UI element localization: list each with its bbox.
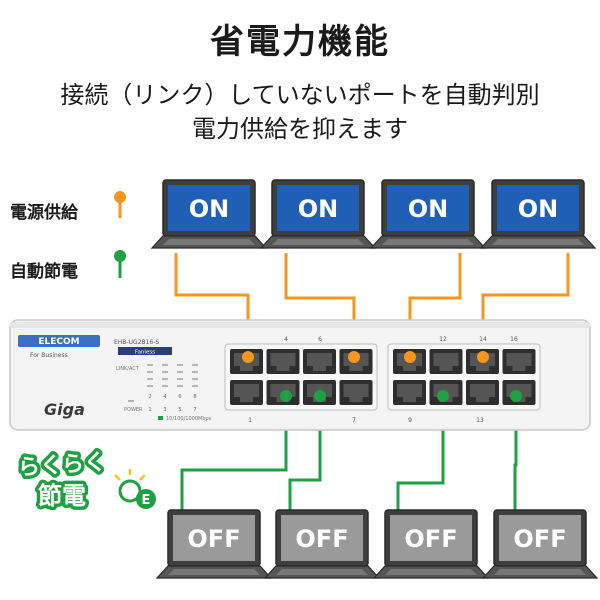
laptop-screen-label: ON	[518, 195, 559, 223]
laptop-screen-label: OFF	[404, 525, 457, 553]
switch-model: EHB-UG2B16-S	[114, 339, 159, 346]
svg-text:14: 14	[479, 336, 487, 343]
port-numbers: 4 6 12 14 16 1 7 9 13	[248, 336, 518, 424]
status-led	[147, 371, 153, 373]
switch-series: Giga	[44, 400, 85, 419]
laptop-screen	[390, 515, 472, 561]
laptop-screen-label: OFF	[187, 525, 240, 553]
laptop-screen	[499, 515, 581, 561]
svg-text:6: 6	[318, 336, 322, 343]
svg-text:13: 13	[476, 417, 484, 424]
svg-text:3: 3	[163, 407, 166, 413]
status-led	[162, 385, 168, 387]
laptop-screen	[387, 185, 469, 231]
status-led	[147, 385, 153, 387]
speed-label: 10/100/1000Mbps	[166, 416, 212, 422]
laptop-off-1: OFF	[155, 509, 273, 579]
eco-setsuden-logo: らくらく 節電 E	[14, 446, 156, 514]
laptop-screen-label: OFF	[295, 525, 348, 553]
svg-text:7: 7	[352, 417, 356, 424]
svg-text:6: 6	[178, 394, 181, 400]
laptop-off-2: OFF	[263, 509, 381, 579]
led-numbers: 2 4 6 8 1 3 5 7	[148, 394, 196, 413]
green-connection-lines	[180, 397, 518, 510]
svg-text:12: 12	[439, 336, 447, 343]
svg-text:4: 4	[163, 394, 166, 400]
svg-text:9: 9	[408, 417, 412, 424]
svg-text:5: 5	[178, 407, 181, 413]
ethernet-port	[393, 380, 426, 405]
eco-logo-line1: らくらく	[17, 450, 107, 481]
connection-dots	[242, 351, 522, 402]
switch-brand: ELECOM	[38, 337, 79, 347]
eco-logo-line2: 節電	[38, 482, 86, 510]
legend-pin-green-icon	[114, 250, 126, 278]
laptop-on-4: ON	[479, 179, 597, 249]
page-title: 省電力機能	[210, 22, 390, 62]
led-indicators	[128, 364, 198, 402]
svg-text:4: 4	[284, 336, 288, 343]
subtitle-line-1: 接続（リンク）していないポートを自動判別	[60, 81, 540, 109]
laptop-on-1: ON	[150, 179, 268, 249]
laptop-screen	[281, 515, 363, 561]
ethernet-port	[339, 380, 373, 405]
laptop-screen-label: OFF	[513, 525, 566, 553]
status-led	[177, 371, 183, 373]
status-led	[177, 364, 183, 366]
brand-badge	[18, 335, 100, 347]
laptops-top-row: ON ON ON ON	[150, 179, 597, 249]
legend-pin-orange-icon	[114, 191, 126, 218]
status-led	[192, 385, 198, 387]
status-led	[192, 364, 198, 366]
laptop-screen-label: ON	[189, 195, 230, 223]
power-label: POWER	[124, 407, 143, 413]
status-led	[147, 378, 153, 380]
svg-text:8: 8	[193, 394, 196, 400]
ethernet-port	[502, 349, 536, 374]
status-led	[192, 378, 198, 380]
laptop-on-3: ON	[369, 179, 487, 249]
laptop-screen	[277, 185, 359, 231]
laptop-on-2: ON	[259, 179, 377, 249]
svg-text:1: 1	[148, 407, 151, 413]
ethernet-port	[266, 349, 300, 374]
laptop-screen-label: ON	[408, 195, 449, 223]
legend-label-power-save: 自動節電	[10, 262, 78, 282]
laptop-screen	[168, 185, 250, 231]
status-led	[177, 378, 183, 380]
ethernet-port	[429, 349, 463, 374]
eco-logo-mark: E	[142, 493, 151, 508]
ethernet-port	[303, 349, 336, 374]
laptop-screen	[173, 515, 255, 561]
network-switch: ELECOM For Business EHB-UG2B16-S Fanless…	[9, 319, 591, 431]
laptop-off-3: OFF	[372, 509, 490, 579]
status-led	[162, 364, 168, 366]
switch-tagline: For Business	[30, 352, 68, 359]
svg-text:1: 1	[248, 417, 252, 424]
laptops-bottom-row: OFF OFF OFF OFF	[155, 509, 599, 579]
status-led	[192, 371, 198, 373]
laptop-screen-label: ON	[298, 195, 339, 223]
status-led	[177, 385, 183, 387]
laptop-screen	[497, 185, 579, 231]
svg-text:7: 7	[193, 407, 196, 413]
legend-label-power-supply: 電源供給	[10, 203, 78, 223]
status-led	[162, 378, 168, 380]
laptop-off-4: OFF	[481, 509, 599, 579]
subtitle-line-2: 電力供給を抑えます	[192, 115, 408, 143]
link-act-label: LINK/ACT	[116, 366, 140, 372]
svg-text:16: 16	[510, 336, 518, 343]
status-led	[162, 371, 168, 373]
status-led	[147, 364, 153, 366]
ethernet-port	[230, 380, 263, 405]
svg-text:2: 2	[148, 394, 151, 400]
eco-bulb-icon: E	[114, 469, 156, 509]
ethernet-port	[466, 380, 499, 405]
switch-badge: Fanless	[135, 350, 155, 356]
power-led	[128, 400, 134, 402]
